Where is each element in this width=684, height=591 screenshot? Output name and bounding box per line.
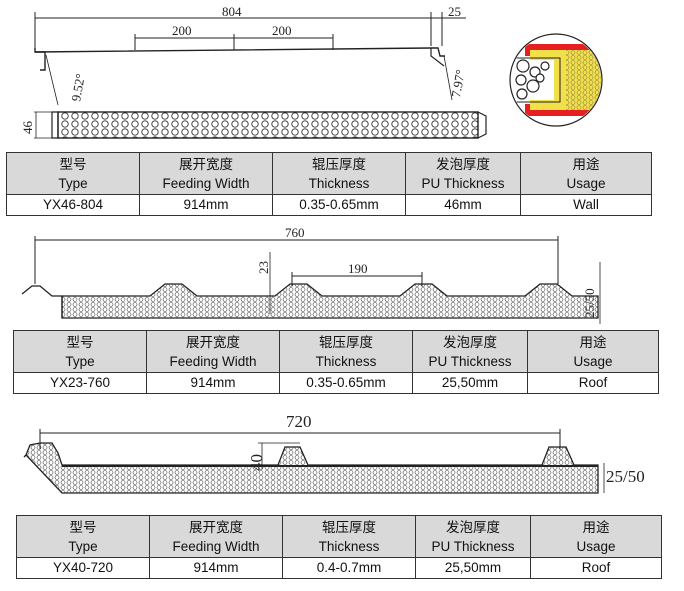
dim-angle-left: 9.52° <box>68 72 88 102</box>
dim-200-b: 200 <box>272 23 292 38</box>
dim-25-50-roof-2: 25/50 <box>606 467 645 486</box>
dim-804: 804 <box>222 4 242 19</box>
cell-thickness: 0.35-0.65mm <box>279 372 413 394</box>
dim-720: 720 <box>286 412 312 431</box>
dim-190: 190 <box>348 261 368 276</box>
cell-pu: 25,50mm <box>412 372 528 394</box>
table-row: YX23-760 914mm 0.35-0.65mm 25,50mm Roof <box>13 372 659 394</box>
cell-usage: Roof <box>530 557 662 579</box>
dim-25: 25 <box>448 4 461 19</box>
cell-width: 914mm <box>149 557 283 579</box>
panel-3-diagram: 720 40 25/50 <box>0 405 684 515</box>
dim-760: 760 <box>285 225 305 240</box>
cell-thickness: 0.4-0.7mm <box>282 557 416 579</box>
dim-angle-right: 7.97° <box>448 68 468 98</box>
table-row: YX40-720 914mm 0.4-0.7mm 25,50mm Roof <box>16 557 662 579</box>
cell-type: YX40-720 <box>16 557 150 579</box>
dim-200-a: 200 <box>172 23 192 38</box>
cell-type: YX23-760 <box>13 372 147 394</box>
cell-type: YX46-804 <box>6 194 140 216</box>
dim-46: 46 <box>20 121 35 135</box>
cell-pu: 46mm <box>405 194 521 216</box>
table-row: YX46-804 914mm 0.35-0.65mm 46mm Wall <box>6 194 652 216</box>
cell-width: 914mm <box>139 194 273 216</box>
cell-usage: Wall <box>520 194 652 216</box>
panel-1-diagram: 804 25 200 200 9.52° 7.97° 46 <box>0 0 684 152</box>
cell-pu: 25,50mm <box>415 557 531 579</box>
dim-23: 23 <box>256 261 271 274</box>
cell-usage: Roof <box>527 372 659 394</box>
cell-thickness: 0.35-0.65mm <box>272 194 406 216</box>
cell-width: 914mm <box>146 372 280 394</box>
panel-2-diagram: 760 190 23 25/50 <box>0 222 684 330</box>
